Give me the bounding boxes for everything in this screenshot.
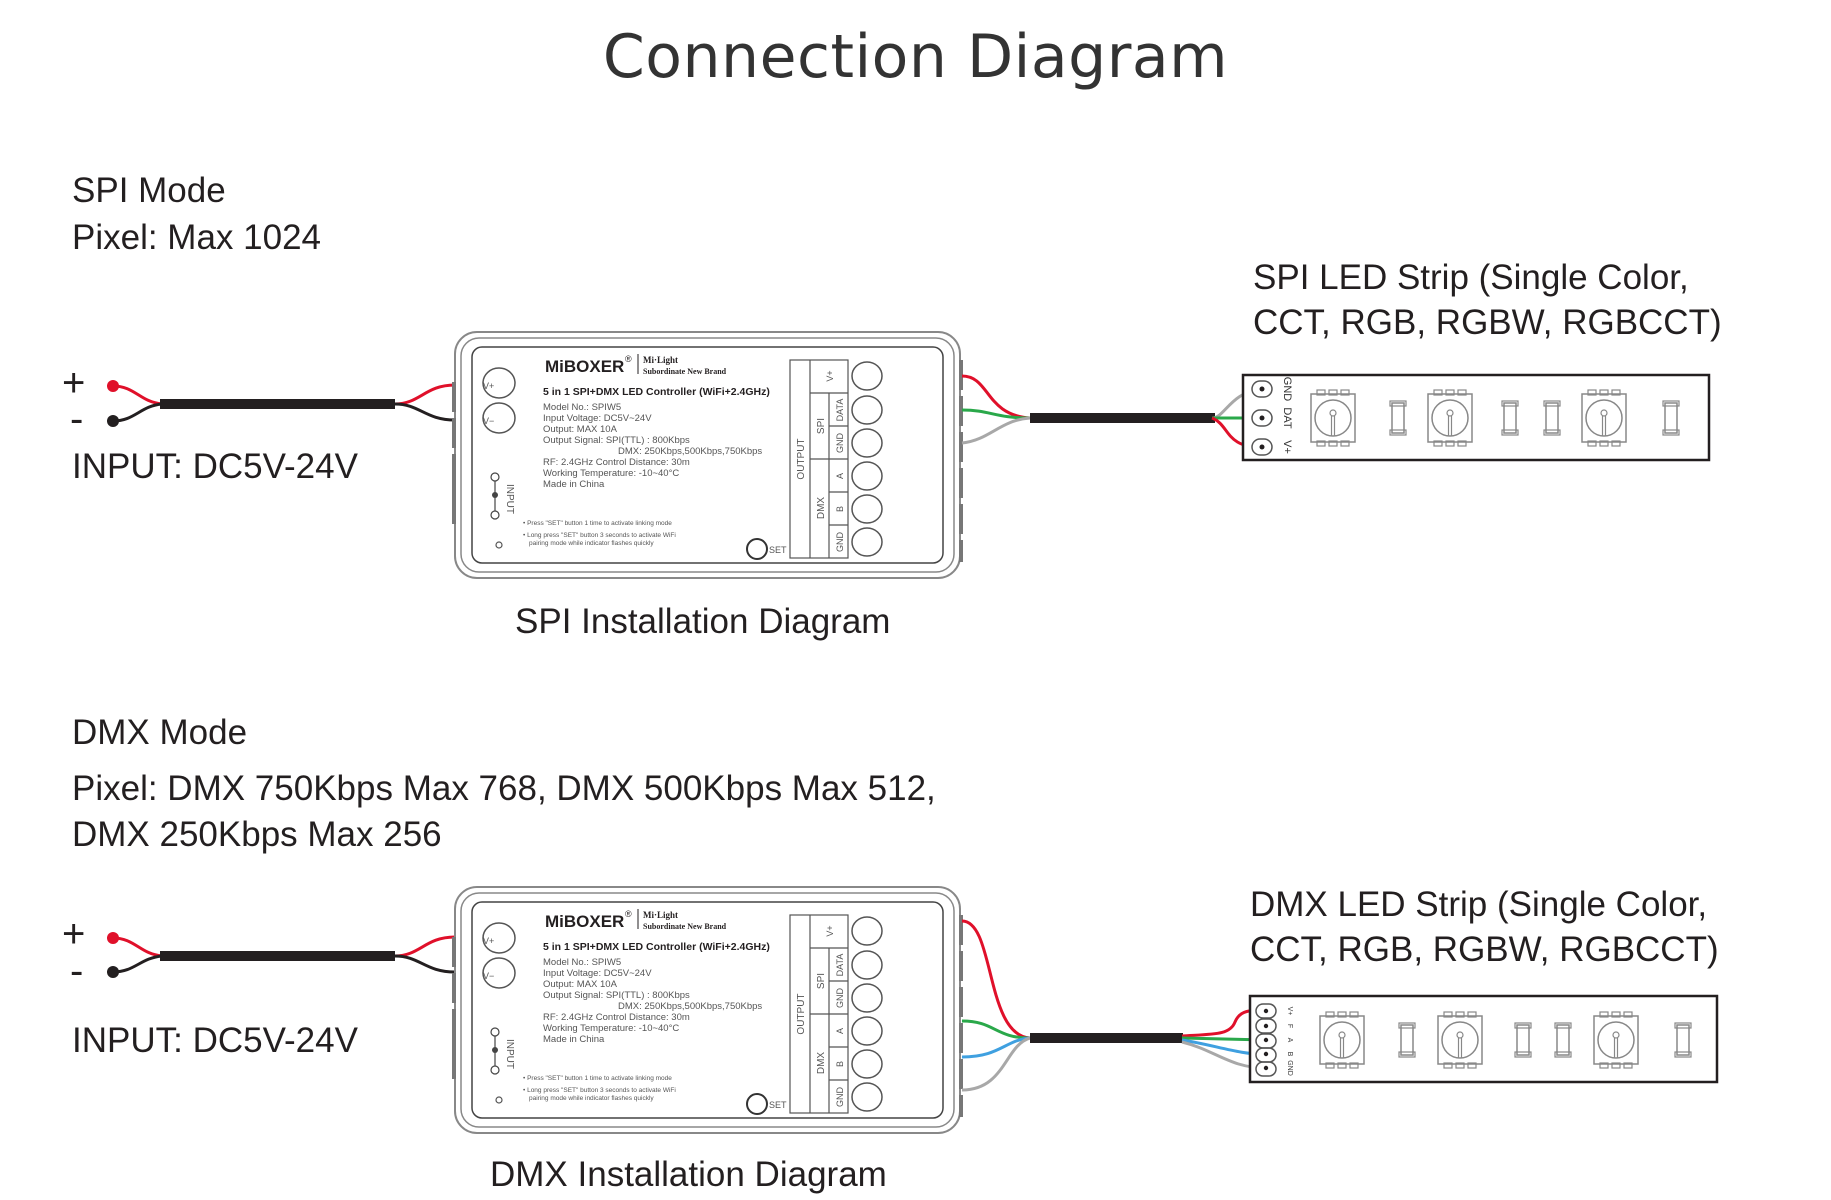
- dmx-input-label: INPUT: DC5V-24V: [72, 1021, 358, 1060]
- product-name: 5 in 1 SPI+DMX LED Controller (WiFi+2.4G…: [543, 386, 770, 398]
- dmx-strip-pads: V+ F A B GND: [1255, 1003, 1293, 1077]
- dmx-caption: DMX Installation Diagram: [490, 1155, 887, 1194]
- strip-pad-label: GND: [1281, 377, 1293, 402]
- spi-input-cable: [107, 380, 456, 427]
- output-terminal-label: V+: [825, 925, 835, 936]
- output-terminal-label: B: [835, 506, 845, 512]
- note-line: • Long press "SET" button 3 seconds to a…: [523, 532, 676, 539]
- dmx-strip-label-line1: DMX LED Strip (Single Color,: [1250, 885, 1708, 924]
- spi-led-strip: GND DAT V+: [1241, 373, 1711, 462]
- note-line: • Press "SET" button 1 time to activate …: [523, 520, 672, 527]
- spec-line: DMX: 250Kbps,500Kbps,750Kbps: [618, 1001, 762, 1012]
- spi-mode-title: SPI Mode: [72, 171, 226, 210]
- spec-line: Output: MAX 10A: [543, 424, 618, 435]
- strip-pad-label: A: [1286, 1038, 1293, 1043]
- spec-line: Made in China: [543, 479, 605, 490]
- strip-pad-label: V+: [1281, 440, 1293, 454]
- dmx-input-plus: +: [62, 912, 86, 956]
- dmx-pixel-info-line1: Pixel: DMX 750Kbps Max 768, DMX 500Kbps …: [72, 769, 936, 808]
- spec-line: Working Temperature: -10~40°C: [543, 1023, 679, 1034]
- spec-line: Made in China: [543, 1034, 605, 1045]
- page-title: Connection Diagram: [602, 22, 1229, 92]
- output-terminal-label: B: [835, 1061, 845, 1067]
- spi-input-label: INPUT: DC5V-24V: [72, 447, 358, 486]
- spi-input-plus: +: [62, 361, 86, 405]
- input-terminal-label: V−: [483, 971, 494, 981]
- spi-pixel-info: Pixel: Max 1024: [72, 218, 322, 257]
- spec-line: Output Signal: SPI(TTL) : 800Kbps: [543, 435, 690, 446]
- output-group-label: DMX: [816, 497, 827, 520]
- note-line: • Long press "SET" button 3 seconds to a…: [523, 1087, 676, 1094]
- spec-line: Working Temperature: -10~40°C: [543, 468, 679, 479]
- dmx-strip-label-line2: CCT, RGB, RGBW, RGBCCT): [1250, 930, 1719, 969]
- spi-caption: SPI Installation Diagram: [515, 602, 891, 641]
- spi-strip-label-line2: CCT, RGB, RGBW, RGBCCT): [1253, 303, 1722, 342]
- note-line: pairing mode while indicator flashes qui…: [529, 1095, 654, 1102]
- sub-brand-tagline: Subordinate New Brand: [643, 367, 727, 376]
- sub-brand: Mi·Light: [643, 910, 678, 920]
- output-terminal-label: A: [835, 473, 845, 479]
- output-terminal-label: GND: [835, 433, 845, 454]
- dmx-pixel-info-line2: DMX 250Kbps Max 256: [72, 815, 442, 854]
- output-group-label: DMX: [816, 1052, 827, 1075]
- spec-line: Output: MAX 10A: [543, 979, 618, 990]
- spec-line: RF: 2.4GHz Control Distance: 30m: [543, 457, 690, 468]
- spi-output-cable: [961, 374, 1263, 449]
- output-label: OUTPUT: [796, 438, 807, 479]
- strip-pad-label: F: [1286, 1024, 1293, 1028]
- sub-brand-tagline: Subordinate New Brand: [643, 922, 727, 931]
- dmx-output-cable: [961, 919, 1267, 1092]
- output-terminal-label: A: [835, 1028, 845, 1034]
- output-group-label: SPI: [816, 418, 827, 434]
- output-terminal-label: DATA: [835, 399, 845, 422]
- input-terminal-label: V+: [483, 936, 494, 946]
- set-button-label: SET: [769, 545, 787, 555]
- product-name: 5 in 1 SPI+DMX LED Controller (WiFi+2.4G…: [543, 941, 770, 953]
- output-terminal-label: V+: [825, 370, 835, 381]
- spec-line: Input Voltage: DC5V~24V: [543, 968, 652, 979]
- output-terminal-label: DATA: [835, 954, 845, 977]
- strip-pad-label: DAT: [1281, 407, 1293, 428]
- output-group-label: SPI: [816, 973, 827, 989]
- output-label: OUTPUT: [796, 993, 807, 1034]
- spec-line: DMX: 250Kbps,500Kbps,750Kbps: [618, 446, 762, 457]
- note-line: • Press "SET" button 1 time to activate …: [523, 1075, 672, 1082]
- spec-line: Output Signal: SPI(TTL) : 800Kbps: [543, 990, 690, 1001]
- input-terminal-label: V+: [483, 381, 494, 391]
- output-terminal-label: GND: [835, 988, 845, 1009]
- spec-line: Input Voltage: DC5V~24V: [543, 413, 652, 424]
- strip-pad-label: B: [1286, 1052, 1293, 1057]
- spec-line: RF: 2.4GHz Control Distance: 30m: [543, 1012, 690, 1023]
- spec-line: Model No.: SPIW5: [543, 402, 621, 413]
- output-terminal-label: GND: [835, 532, 845, 553]
- dmx-input-cable: [107, 932, 456, 978]
- input-label: INPUT: [504, 484, 515, 514]
- spi-strip-pads: GND DAT V+: [1251, 377, 1293, 456]
- strip-pad-label: V+: [1286, 1007, 1293, 1016]
- spi-input-minus: -: [70, 397, 84, 441]
- sub-brand: Mi·Light: [643, 355, 678, 365]
- input-terminal-label: V−: [483, 416, 494, 426]
- input-label: INPUT: [504, 1039, 515, 1069]
- dmx-led-strip: V+ F A B GND: [1248, 994, 1719, 1084]
- note-line: pairing mode while indicator flashes qui…: [529, 540, 654, 547]
- set-button-label: SET: [769, 1100, 787, 1110]
- brand-logo: MiBOXER: [545, 912, 624, 931]
- dmx-mode-title: DMX Mode: [72, 713, 248, 752]
- brand-logo: MiBOXER: [545, 357, 624, 376]
- output-terminal-label: GND: [835, 1087, 845, 1108]
- strip-pad-label: GND: [1286, 1060, 1293, 1076]
- spec-line: Model No.: SPIW5: [543, 957, 621, 968]
- dmx-input-minus: -: [70, 949, 84, 993]
- spi-strip-label-line1: SPI LED Strip (Single Color,: [1253, 258, 1689, 297]
- registered-mark: ®: [625, 354, 632, 364]
- registered-mark: ®: [625, 909, 632, 919]
